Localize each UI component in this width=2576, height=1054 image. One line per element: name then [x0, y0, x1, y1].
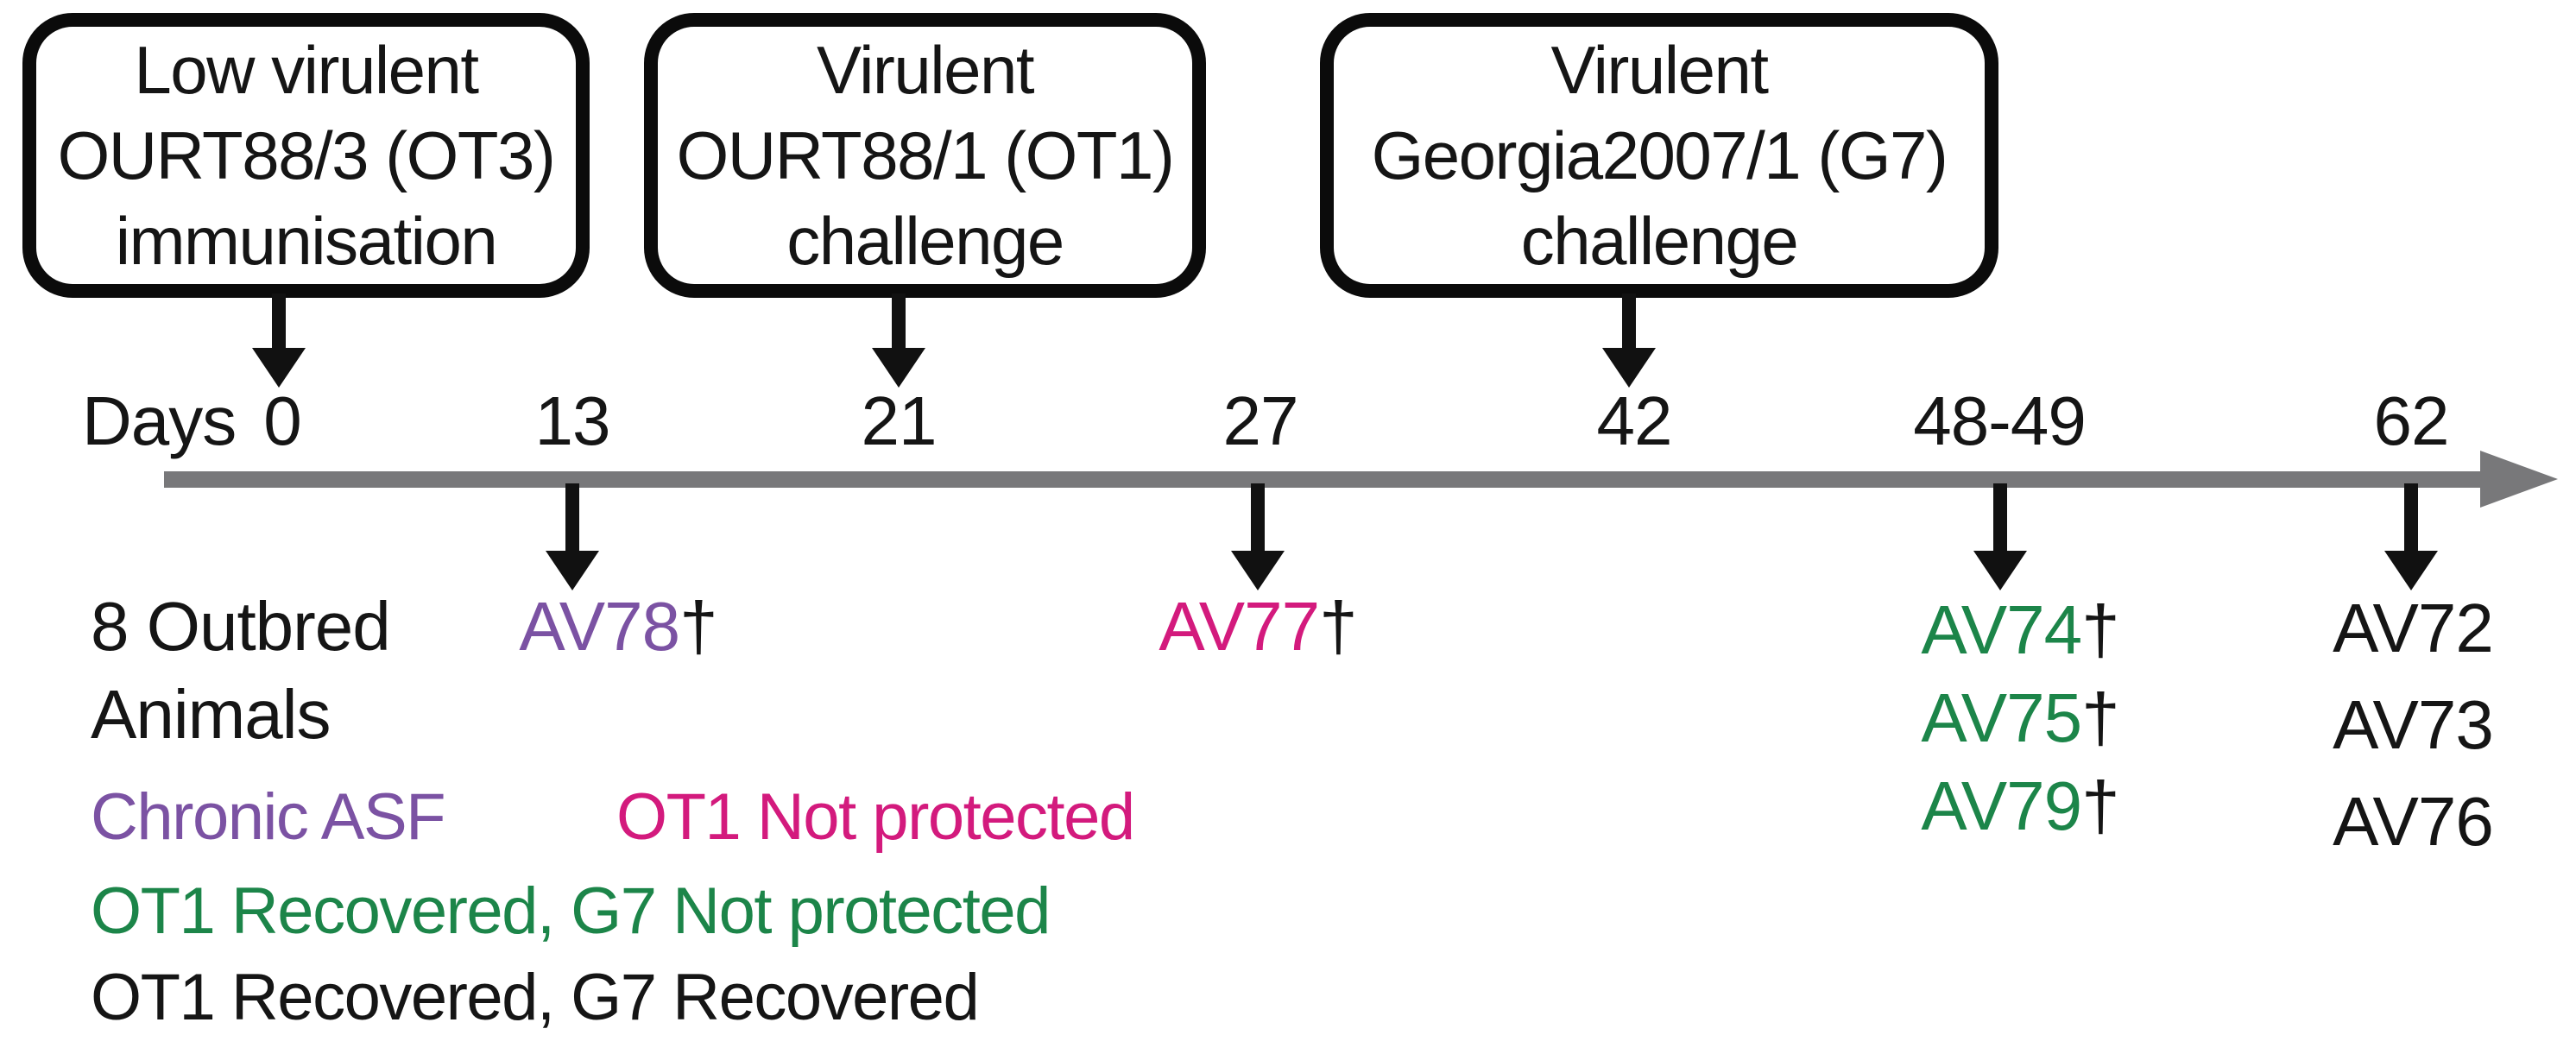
- day-tick-62: 62: [2373, 382, 2450, 459]
- legend-ot1-not-protected: OT1 Not protected: [616, 780, 1135, 854]
- event-box-line: Virulent: [1550, 31, 1769, 108]
- animal-row-day-27: AV77†: [1159, 592, 1357, 661]
- timeline-event-arrow-day-48-49: [1973, 483, 2027, 590]
- event-box-arrow-ourt88-1-ot1-head: [872, 348, 925, 388]
- event-box-line: challenge: [786, 202, 1064, 279]
- day-tick-42: 42: [1596, 382, 1673, 459]
- animal-row-day-62: AV72: [2333, 594, 2494, 663]
- timeline-event-arrow-day-13-head: [546, 551, 599, 590]
- event-box-arrow-ourt88-3-ot3-head: [252, 348, 306, 388]
- legend-ot1-recovered-g7-not-protected: OT1 Recovered, G7 Not protected: [91, 874, 1051, 948]
- day-tick-21: 21: [861, 382, 938, 459]
- event-box-arrow-ourt88-3-ot3-shaft: [272, 293, 286, 348]
- day-tick-0: 0: [263, 382, 301, 459]
- event-box-line: Georgia2007/1 (G7): [1371, 117, 1948, 193]
- animal-row-day-48-49: AV79†: [1921, 772, 2119, 841]
- event-box-line: challenge: [1520, 202, 1799, 279]
- event-box-line: Low virulent: [134, 31, 479, 108]
- timeline-event-arrow-day-27-shaft: [1251, 483, 1265, 551]
- timeline-event-arrow-day-13-shaft: [565, 483, 579, 551]
- animal-label-av79: AV79: [1921, 767, 2082, 844]
- timeline-event-arrow-day-13: [546, 483, 599, 590]
- day-tick-13: 13: [534, 382, 611, 459]
- timeline-event-arrow-day-62: [2384, 483, 2438, 590]
- event-box-arrow-georgia2007-1-g7-head: [1602, 348, 1656, 388]
- animal-label-av74: AV74: [1921, 591, 2082, 668]
- timeline-event-arrow-day-27-head: [1231, 551, 1285, 590]
- event-box-arrow-ourt88-1-ot1: [872, 293, 925, 388]
- dagger-symbol: †: [2081, 591, 2119, 668]
- animal-row-day-62: AV76: [2333, 787, 2494, 856]
- dagger-symbol: †: [1319, 588, 1357, 665]
- animal-label-av72: AV72: [2333, 590, 2494, 666]
- timeline-arrow-head-icon: [2480, 451, 2558, 508]
- day-tick-27: 27: [1222, 382, 1299, 459]
- event-box-arrow-georgia2007-1-g7: [1602, 293, 1656, 388]
- legend-ot1-recovered-g7-recovered: OT1 Recovered, G7 Recovered: [91, 961, 980, 1034]
- animal-row-day-48-49: AV74†: [1921, 596, 2119, 665]
- animal-row-day-13: AV78†: [519, 592, 717, 661]
- days-axis-label: Days: [82, 382, 237, 459]
- event-box-line: OURT88/3 (OT3): [57, 117, 556, 193]
- animal-row-day-62: AV73: [2333, 691, 2494, 760]
- cohort-label-line-1: 8 Outbred: [91, 588, 391, 665]
- timeline-event-arrow-day-62-shaft: [2404, 483, 2418, 551]
- event-box-arrow-georgia2007-1-g7-shaft: [1622, 293, 1636, 348]
- cohort-label-line-2: Animals: [91, 676, 331, 753]
- dagger-symbol: †: [2081, 679, 2119, 756]
- timeline-bar: [164, 471, 2480, 488]
- timeline-event-arrow-day-48-49-head: [1973, 551, 2027, 590]
- animal-row-day-48-49: AV75†: [1921, 684, 2119, 753]
- dagger-symbol: †: [2081, 767, 2119, 844]
- animal-label-av75: AV75: [1921, 679, 2082, 756]
- legend-chronic-asf: Chronic ASF: [91, 780, 446, 854]
- animal-label-av76: AV76: [2333, 783, 2494, 860]
- event-box-arrow-ourt88-3-ot3: [252, 293, 306, 388]
- dagger-symbol: †: [679, 588, 717, 665]
- animal-label-av78: AV78: [519, 588, 680, 665]
- day-tick-48-49: 48-49: [1913, 382, 2087, 459]
- event-box-line: OURT88/1 (OT1): [676, 117, 1175, 193]
- event-box-arrow-ourt88-1-ot1-shaft: [892, 293, 906, 348]
- event-box-line: Virulent: [816, 31, 1035, 108]
- animal-label-av73: AV73: [2333, 686, 2494, 763]
- timeline-event-arrow-day-62-head: [2384, 551, 2438, 590]
- timeline-event-arrow-day-48-49-shaft: [1993, 483, 2007, 551]
- event-box-line: immunisation: [115, 202, 498, 279]
- timeline-event-arrow-day-27: [1231, 483, 1285, 590]
- animal-label-av77: AV77: [1159, 588, 1320, 665]
